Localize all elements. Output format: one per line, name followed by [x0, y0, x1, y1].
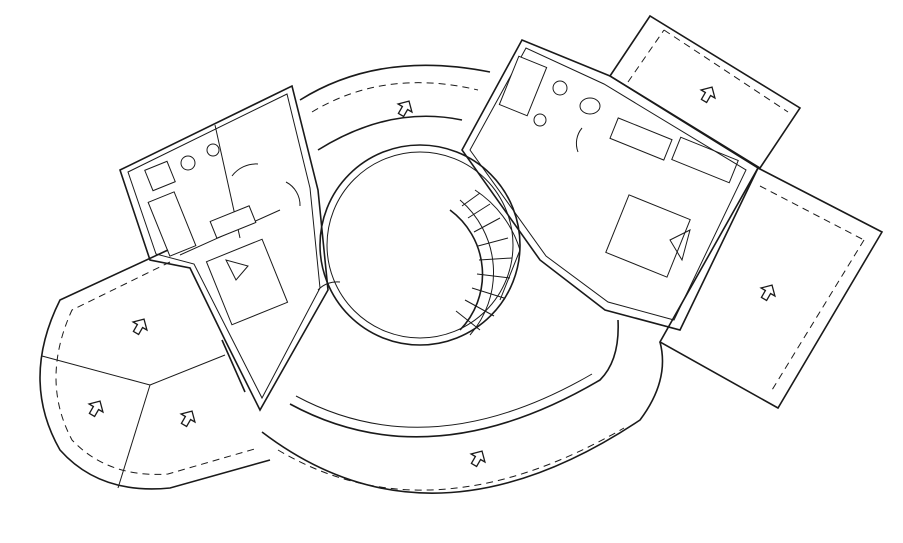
right-upper-terrace: [608, 14, 802, 170]
left-closet-door: [285, 181, 301, 207]
right-wardrobe-2: [671, 136, 739, 184]
left-toilet: [180, 155, 196, 171]
left-bathtub: [147, 191, 197, 257]
left-bed-pillow: [225, 259, 249, 281]
right-basin: [579, 97, 601, 115]
hall-door-swing: [317, 281, 341, 291]
right-bed: [605, 194, 691, 278]
top-arc-terrace: [299, 64, 491, 151]
left-round-terrace: [39, 249, 271, 490]
left-shower: [144, 160, 176, 192]
right-bathtub: [498, 55, 548, 117]
right-bidet: [533, 113, 547, 127]
right-lower-terrace: [658, 166, 884, 410]
slope-arrow-icon: [699, 86, 716, 104]
central-round-hall: [317, 144, 521, 346]
right-bed-pillow: [669, 229, 691, 262]
left-wing-walls: [119, 84, 329, 412]
right-wing-walls: [461, 38, 760, 331]
slope-arrows: [87, 86, 776, 468]
left-vanity: [209, 205, 257, 239]
right-bath-door: [575, 127, 583, 153]
slope-arrow-icon: [759, 284, 776, 302]
slope-arrow-icon: [131, 318, 148, 336]
slope-arrow-icon: [87, 400, 104, 418]
lower-arc-terrace: [261, 319, 664, 494]
right-toilet: [552, 80, 568, 96]
left-door-swing: [231, 163, 259, 177]
right-wardrobe-1: [609, 117, 673, 161]
slope-arrow-icon: [179, 410, 196, 428]
spiral-staircase: [455, 192, 513, 331]
slope-arrow-icon: [396, 100, 413, 118]
slope-arrow-icon: [469, 450, 486, 468]
left-bidet: [206, 143, 220, 157]
